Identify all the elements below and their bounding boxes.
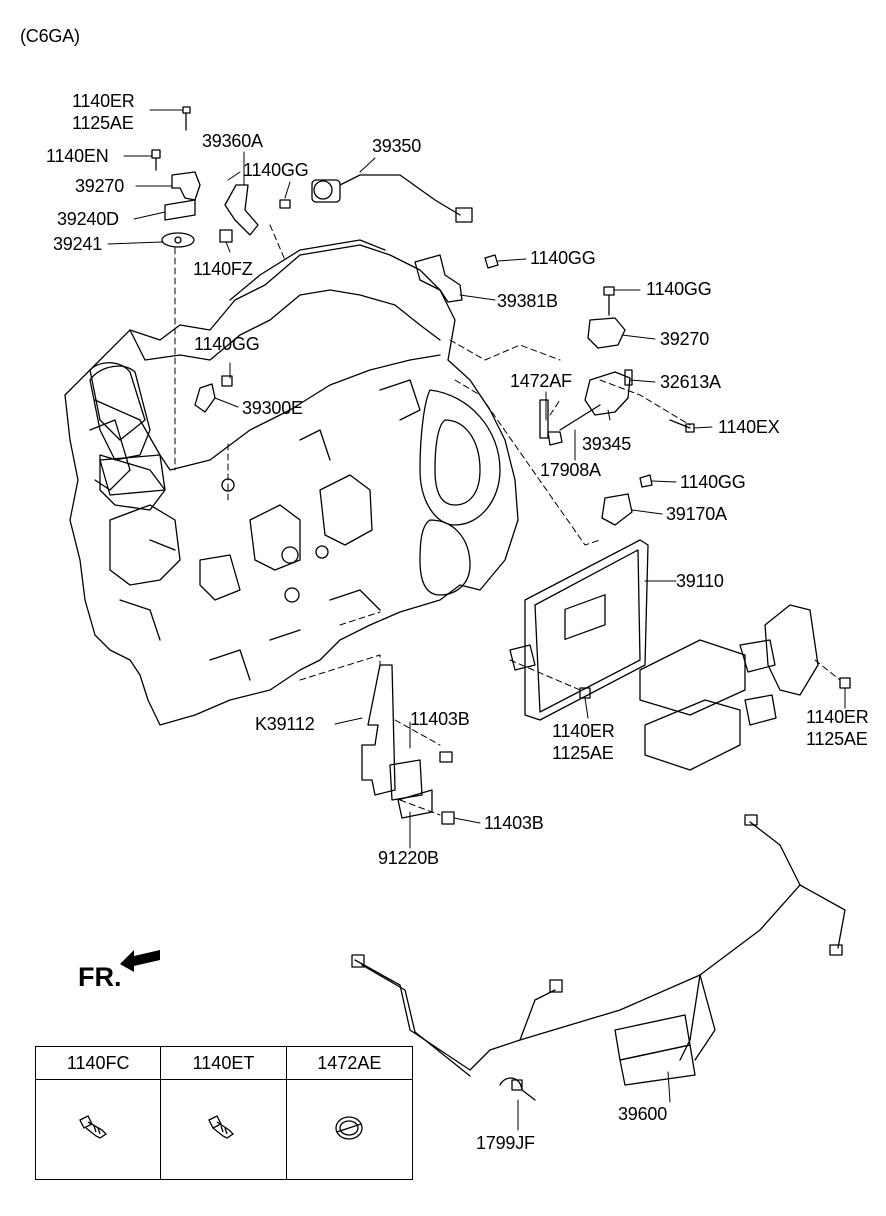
callout-label: 17908A bbox=[540, 460, 601, 480]
legend-cell-1140et bbox=[161, 1080, 287, 1179]
legend-header-1140fc: 1140FC bbox=[36, 1047, 162, 1080]
callout-label: 39240D bbox=[57, 209, 119, 229]
callout-label: 39300E bbox=[242, 398, 303, 418]
callout-label: 39360A bbox=[202, 131, 263, 151]
callout-label: 1472AF bbox=[510, 371, 572, 391]
callout-label: 1140GG bbox=[243, 160, 309, 180]
component-drawings bbox=[89, 106, 851, 1101]
callout-label: 39345 bbox=[582, 434, 632, 454]
callout-label: 1140EX bbox=[718, 417, 780, 437]
callout-label: 1140ER bbox=[72, 91, 135, 111]
legend-cell-1140fc bbox=[36, 1080, 162, 1179]
legend-header-1140et: 1140ET bbox=[161, 1047, 287, 1080]
legend-header-1472ae: 1472AE bbox=[286, 1047, 412, 1080]
callout-label: 39270 bbox=[660, 329, 710, 349]
variant-label: (C6GA) bbox=[20, 26, 80, 46]
callout-label: 39350 bbox=[372, 136, 422, 156]
bolt-icon bbox=[79, 1115, 108, 1139]
front-arrow-icon bbox=[120, 950, 160, 972]
callout-label: K39112 bbox=[255, 714, 315, 734]
direction-label: FR. bbox=[78, 962, 122, 992]
callout-label: 1140ER bbox=[552, 721, 615, 741]
fastener-legend-table: 1140FC 1140ET 1472AE bbox=[35, 1046, 413, 1180]
callout-label: 1125AE bbox=[806, 729, 868, 749]
callout-label: 39170A bbox=[666, 504, 727, 524]
bolt-icon bbox=[208, 1115, 235, 1139]
callout-label: 32613A bbox=[660, 372, 721, 392]
callout-label: 1140GG bbox=[530, 248, 596, 268]
callout-label: 1140GG bbox=[680, 472, 746, 492]
callout-label: 11403B bbox=[410, 709, 470, 729]
callout-label: 39270 bbox=[75, 176, 125, 196]
engine-block-drawing bbox=[64, 239, 519, 726]
callout-label: 1140FZ bbox=[193, 259, 253, 279]
clip-ring-icon bbox=[335, 1116, 363, 1140]
legend-cell-1472ae bbox=[287, 1080, 412, 1179]
callout-label: 1799JF bbox=[476, 1133, 535, 1153]
callout-label: 1140GG bbox=[646, 279, 712, 299]
callout-label: 39381B bbox=[497, 291, 558, 311]
callout-label: 1125AE bbox=[552, 743, 614, 763]
callout-label: 11403B bbox=[484, 813, 544, 833]
callout-label: 39600 bbox=[618, 1104, 668, 1124]
callout-label: 1140EN bbox=[46, 146, 109, 166]
callout-label: 91220B bbox=[378, 848, 439, 868]
callout-label: 1140ER bbox=[806, 707, 869, 727]
callout-label: 1125AE bbox=[72, 113, 134, 133]
callout-label: 1140GG bbox=[194, 334, 260, 354]
callout-label: 39110 bbox=[676, 571, 724, 591]
callout-leaders bbox=[107, 109, 846, 1131]
callout-label: 39241 bbox=[53, 234, 103, 254]
